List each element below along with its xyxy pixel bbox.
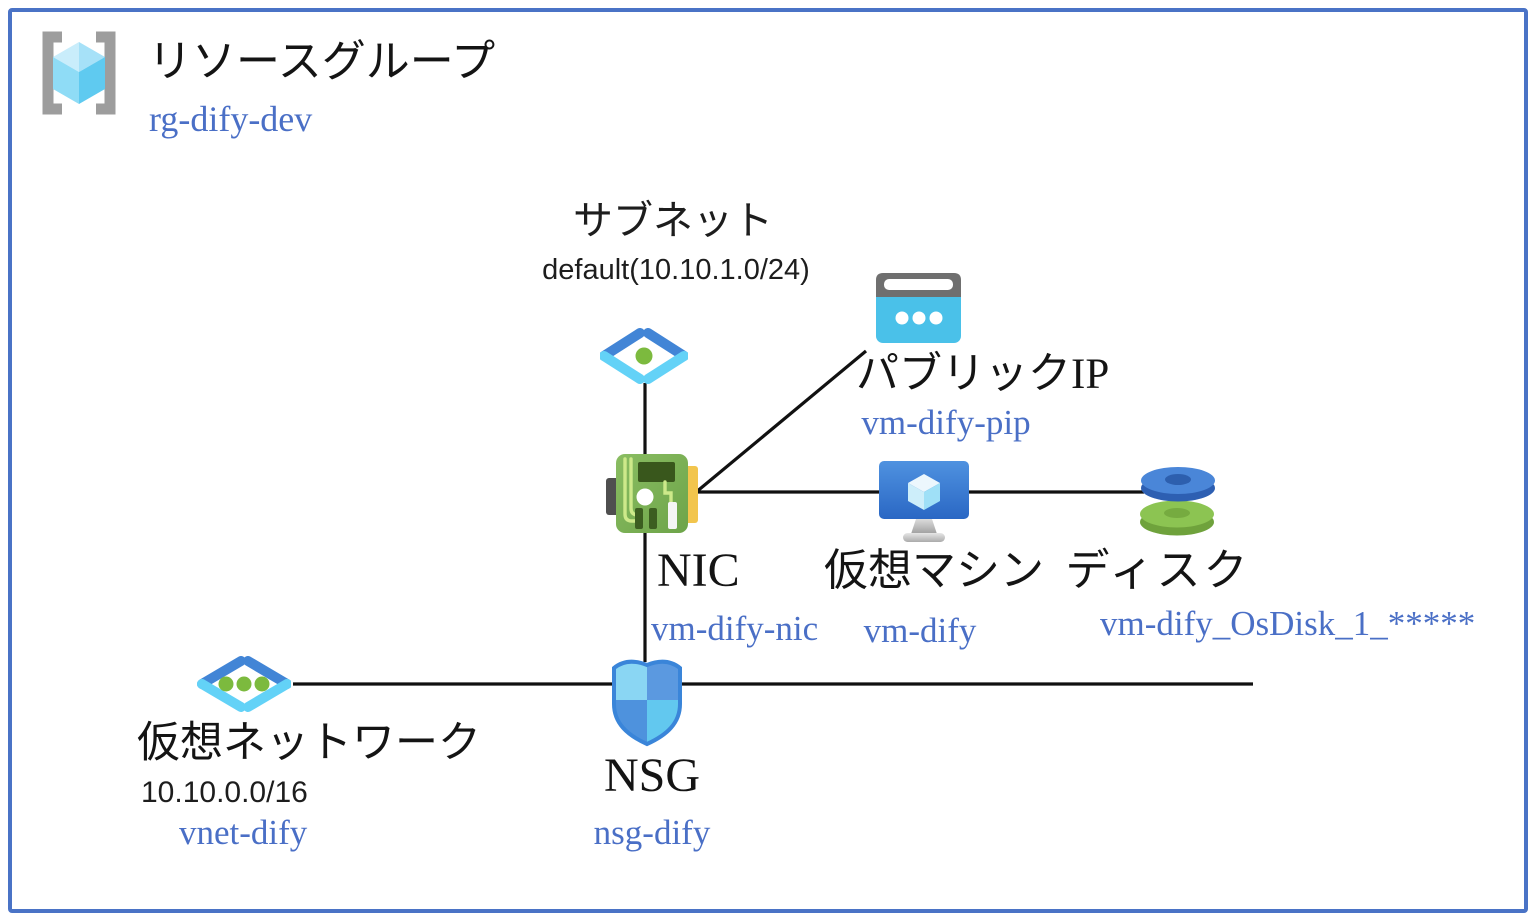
disk-name: vm-dify_OsDisk_1_***** xyxy=(1100,604,1476,643)
subnet-title: サブネット xyxy=(573,199,773,243)
public-ip-title: パブリックIP xyxy=(856,351,1110,398)
vm-icon xyxy=(879,461,969,542)
vm-title: 仮想マシン xyxy=(824,546,1044,595)
nsg-icon xyxy=(612,659,682,747)
nsg-title: NSG xyxy=(603,749,701,802)
public-ip-icon xyxy=(876,273,961,343)
disk-icon xyxy=(1140,467,1215,536)
resource-group-icon xyxy=(42,31,116,115)
nic-title: NIC xyxy=(657,544,740,597)
vm-name: vm-dify xyxy=(863,611,977,650)
vnet-name: vnet-dify xyxy=(179,813,308,852)
nic-icon xyxy=(606,454,698,533)
subnet-cidr: default(10.10.1.0/24) xyxy=(542,254,810,286)
disk-title: ディスク xyxy=(1065,546,1251,595)
public-ip-name: vm-dify-pip xyxy=(861,403,1031,442)
nic-name: vm-dify-nic xyxy=(651,609,819,648)
vnet-cidr: 10.10.0.0/16 xyxy=(141,776,308,809)
resource-group-title: リソースグループ xyxy=(148,37,496,86)
vnet-title: 仮想ネットワーク xyxy=(137,720,481,767)
vnet-icon xyxy=(197,656,291,712)
edge-nic-publicip xyxy=(693,349,868,495)
nsg-name: nsg-dify xyxy=(593,813,711,852)
resource-group-name: rg-dify-dev xyxy=(149,99,313,139)
subnet-icon xyxy=(600,328,688,384)
